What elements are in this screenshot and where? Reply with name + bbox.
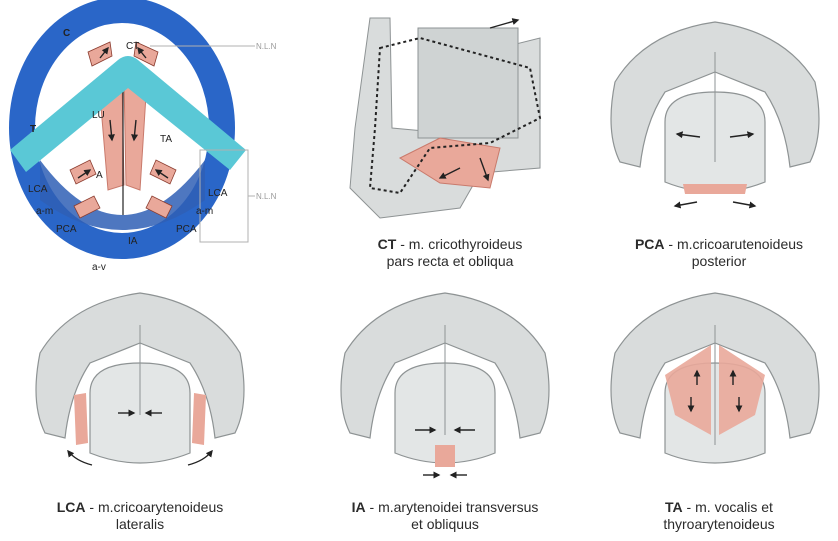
- label-ct: CT: [126, 41, 139, 52]
- caption-pca-abbr: PCA: [635, 236, 665, 252]
- caption-lca-line2: lateralis: [10, 516, 270, 533]
- caption-ia-line2: et obliquus: [300, 516, 590, 533]
- lca-muscle-left: [70, 160, 96, 184]
- ia-muscle: [435, 445, 455, 467]
- caption-ia: IA - m.arytenoidei transversus et obliqu…: [300, 499, 590, 533]
- pca-muscle: [683, 184, 747, 194]
- caption-ia-sep: -: [366, 499, 378, 515]
- caption-ta: TA - m. vocalis et thyroarytenoideus: [600, 499, 838, 533]
- caption-pca-sep: -: [665, 236, 677, 252]
- label-side-top: N.L.N: [256, 42, 277, 51]
- lca-illustration: [30, 285, 250, 485]
- label-lca-right: LCA: [208, 188, 228, 199]
- caption-ct-sep: -: [396, 236, 408, 252]
- lca-muscle-left: [74, 393, 88, 445]
- caption-pca-text1: m.cricoarutenoideus: [677, 236, 803, 252]
- caption-ia-abbr: IA: [352, 499, 366, 515]
- caption-ct-line2: pars recta et obliqua: [330, 253, 570, 270]
- caption-ia-text1: m.arytenoidei transversus: [378, 499, 538, 515]
- caption-ia-line1: IA - m.arytenoidei transversus: [300, 499, 590, 516]
- label-lca-left: LCA: [28, 184, 48, 195]
- label-pca-left: PCA: [56, 224, 77, 235]
- thyroid-plate: [418, 28, 518, 138]
- caption-pca-line2: posterior: [600, 253, 838, 270]
- pca-illustration: [605, 12, 825, 222]
- caption-ta-line1: TA - m. vocalis et: [600, 499, 838, 516]
- caption-lca: LCA - m.cricoarytenoideus lateralis: [10, 499, 270, 533]
- caption-ta-sep: -: [683, 499, 695, 515]
- label-lu: LU: [92, 110, 105, 121]
- caption-ct-abbr: CT: [378, 236, 397, 252]
- label-c: C: [63, 28, 70, 39]
- label-am-right: a-m: [196, 206, 213, 217]
- label-t: T: [30, 124, 36, 135]
- caption-lca-sep: -: [86, 499, 98, 515]
- label-ia: IA: [128, 236, 138, 247]
- caption-ta-text1: m. vocalis et: [695, 499, 773, 515]
- caption-lca-abbr: LCA: [57, 499, 86, 515]
- caption-ct-text1: m. cricothyroideus: [409, 236, 523, 252]
- lca-muscle-right: [192, 393, 206, 445]
- schematic-diagram: C T CT LU TA A LCA LCA a-m a-m PCA PCA I…: [0, 0, 280, 280]
- caption-ta-abbr: TA: [665, 499, 683, 515]
- label-ta: TA: [160, 134, 172, 145]
- caption-lca-text1: m.cricoarytenoideus: [98, 499, 223, 515]
- ia-illustration: [335, 285, 555, 485]
- caption-ct-line1: CT - m. cricothyroideus: [330, 236, 570, 253]
- label-av: a-v: [92, 262, 106, 273]
- caption-pca: PCA - m.cricoarutenoideus posterior: [600, 236, 838, 270]
- caption-ct: CT - m. cricothyroideus pars recta et ob…: [330, 236, 570, 270]
- label-am-left: a-m: [36, 206, 53, 217]
- caption-pca-line1: PCA - m.cricoarutenoideus: [600, 236, 838, 253]
- label-a: A: [96, 170, 103, 181]
- ct-illustration: [340, 8, 560, 228]
- caption-ta-line2: thyroarytenoideus: [600, 516, 838, 533]
- lca-muscle-right: [150, 160, 176, 184]
- ta-illustration: [605, 285, 825, 485]
- caption-lca-line1: LCA - m.cricoarytenoideus: [10, 499, 270, 516]
- ct-muscle-left: [88, 42, 112, 66]
- label-pca-right: PCA: [176, 224, 197, 235]
- label-side-bottom: N.L.N: [256, 192, 277, 201]
